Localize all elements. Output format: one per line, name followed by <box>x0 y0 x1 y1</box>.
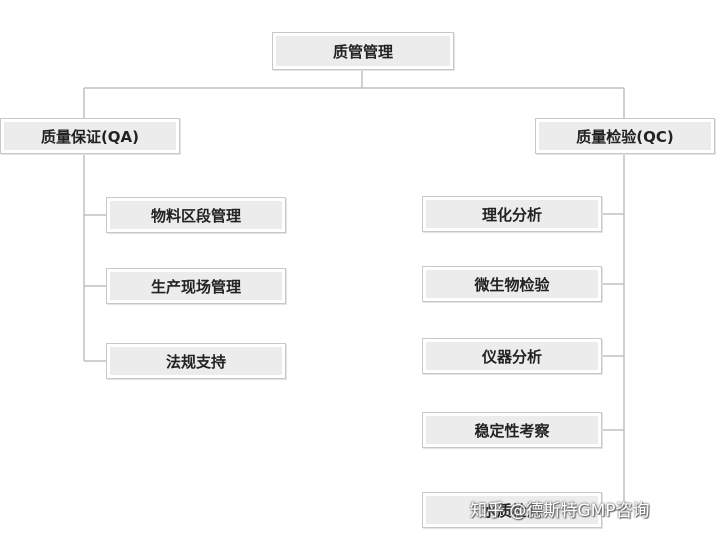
qa-child-node: 物料区段管理 <box>106 197 286 233</box>
watermark-text: 知乎 @德斯特GMP咨询 <box>470 501 650 521</box>
qc-child-node: 仪器分析 <box>422 338 602 374</box>
qa-node: 质量保证(QA) <box>0 118 180 154</box>
qa-child-node: 生产现场管理 <box>106 268 286 304</box>
qc-child-label: 微生物检验 <box>426 270 598 298</box>
qc-child-node: 稳定性考察 <box>422 412 602 448</box>
qc-child-label: 理化分析 <box>426 200 598 228</box>
qc-child-node: 微生物检验 <box>422 266 602 302</box>
qa-child-label: 物料区段管理 <box>110 201 282 229</box>
root-node-label: 质管管理 <box>276 36 450 66</box>
qc-child-node: 理化分析 <box>422 196 602 232</box>
qc-node: 质量检验(QC) <box>535 118 715 154</box>
qa-child-node: 法规支持 <box>106 343 286 379</box>
qc-child-label: 水质检测 <box>426 496 598 524</box>
qc-node-label: 质量检验(QC) <box>539 122 711 150</box>
qa-node-label: 质量保证(QA) <box>4 122 176 150</box>
qa-child-label: 生产现场管理 <box>110 272 282 300</box>
root-node: 质管管理 <box>272 32 454 70</box>
qc-child-label: 稳定性考察 <box>426 416 598 444</box>
qa-child-label: 法规支持 <box>110 347 282 375</box>
qc-child-node: 水质检测 <box>422 492 602 528</box>
qc-child-label: 仪器分析 <box>426 342 598 370</box>
